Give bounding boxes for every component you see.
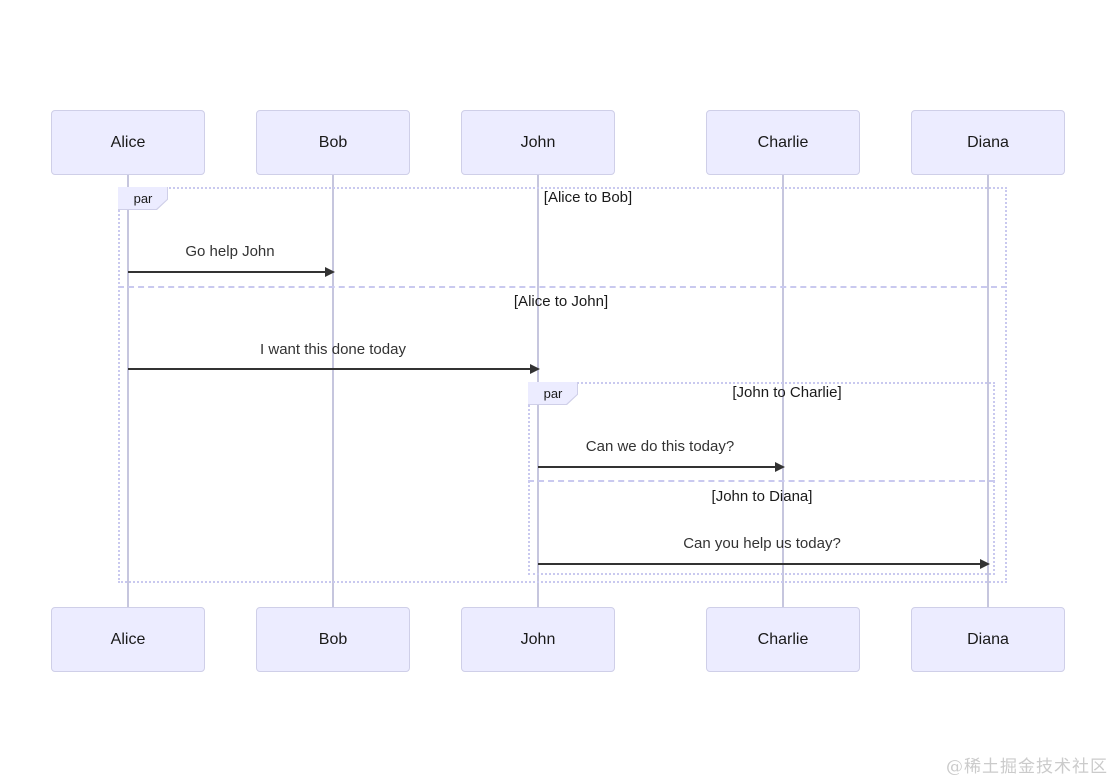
- actor-bottom-charlie: Charlie: [706, 607, 860, 672]
- par-inner-divider: [528, 480, 995, 482]
- actor-top-john: John: [461, 110, 615, 175]
- message-alice-john-arrowhead-icon: [530, 364, 540, 374]
- par-tab-shape-fill: [528, 382, 577, 404]
- par-inner-frame: [528, 382, 995, 575]
- actor-top-alice: Alice: [51, 110, 205, 175]
- actor-label: John: [520, 630, 556, 648]
- lifeline-diana: [987, 175, 989, 607]
- message-alice-john-line: [128, 368, 532, 370]
- message-alice-john-text: I want this done today: [260, 341, 406, 358]
- actor-bottom-john: John: [461, 607, 615, 672]
- actor-bottom-diana: Diana: [911, 607, 1065, 672]
- message-john-diana-line: [538, 563, 982, 565]
- par-outer-frame: [118, 187, 1007, 583]
- message-alice-bob-line: [128, 271, 327, 273]
- actor-label: Charlie: [757, 630, 809, 648]
- actor-label: Diana: [967, 133, 1009, 151]
- actor-label: Bob: [318, 630, 348, 648]
- par-outer-tab-label: par: [133, 191, 153, 206]
- watermark: @稀土掘金技术社区: [946, 757, 1108, 777]
- actor-label: Charlie: [757, 133, 809, 151]
- par-inner-section2-condition: [John to Diana]: [711, 488, 813, 505]
- par-outer-section2-condition: [Alice to John]: [513, 293, 609, 310]
- message-john-diana-arrowhead-icon: [980, 559, 990, 569]
- par-outer-section1-condition: [Alice to Bob]: [543, 189, 633, 206]
- actor-top-diana: Diana: [911, 110, 1065, 175]
- actor-top-bob: Bob: [256, 110, 410, 175]
- actor-bottom-alice: Alice: [51, 607, 205, 672]
- actor-bottom-bob: Bob: [256, 607, 410, 672]
- lifeline-charlie: [782, 175, 784, 607]
- par-inner-section1-condition: [John to Charlie]: [732, 384, 842, 401]
- actor-label: Alice: [110, 133, 146, 151]
- par-inner-tab-label: par: [543, 386, 563, 401]
- par-inner-tab: par: [528, 382, 578, 405]
- actor-top-charlie: Charlie: [706, 110, 860, 175]
- actor-label: John: [520, 133, 556, 151]
- par-tab-shape-fill: [118, 187, 167, 209]
- message-alice-bob-arrowhead-icon: [325, 267, 335, 277]
- message-john-charlie-text: Can we do this today?: [585, 438, 735, 455]
- message-john-diana-text: Can you help us today?: [683, 535, 841, 552]
- lifeline-bob: [332, 175, 334, 607]
- message-john-charlie-arrowhead-icon: [775, 462, 785, 472]
- message-john-charlie-line: [538, 466, 777, 468]
- message-alice-bob-text: Go help John: [185, 243, 275, 260]
- actor-label: Diana: [967, 630, 1009, 648]
- actor-label: Bob: [318, 133, 348, 151]
- lifeline-alice: [127, 175, 129, 607]
- par-outer-tab: par: [118, 187, 168, 210]
- par-outer-divider: [118, 286, 1007, 288]
- actor-label: Alice: [110, 630, 146, 648]
